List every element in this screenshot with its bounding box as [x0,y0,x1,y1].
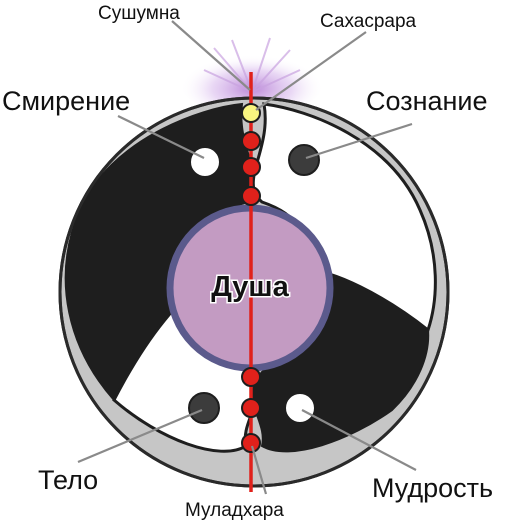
label-consciousness: Сознание [366,86,488,116]
body-dot [188,392,220,424]
wisdom-dot [284,392,316,424]
label-humility: Смирение [2,86,130,116]
leader-consciousness [305,122,413,160]
chakra-dot [241,131,261,151]
chakra-dot [241,398,261,418]
leader-wisdom [301,409,417,471]
muladhara-chakra [241,433,261,453]
leader-body [77,408,203,464]
label-sahasrara: Сахасрара [320,11,417,32]
chakra-dot [241,367,261,387]
label-soul: Душа [211,271,289,303]
consciousness-dot [288,144,320,176]
label-wisdom: Мудрость [372,473,493,503]
label-muladhara: Муладхара [185,500,284,521]
label-body: Тело [38,465,98,495]
leader-sahasrara [255,31,367,111]
chakra-dot [241,186,261,206]
leader-humility [117,115,205,159]
sahasrara-chakra [241,103,261,123]
humility-dot [189,146,221,178]
aura-rays [203,37,301,93]
leader-sushumna [171,20,251,91]
label-sushumna: Сушумна [98,3,180,24]
leader-muladhara [250,445,268,495]
chakra-dot [241,157,261,177]
